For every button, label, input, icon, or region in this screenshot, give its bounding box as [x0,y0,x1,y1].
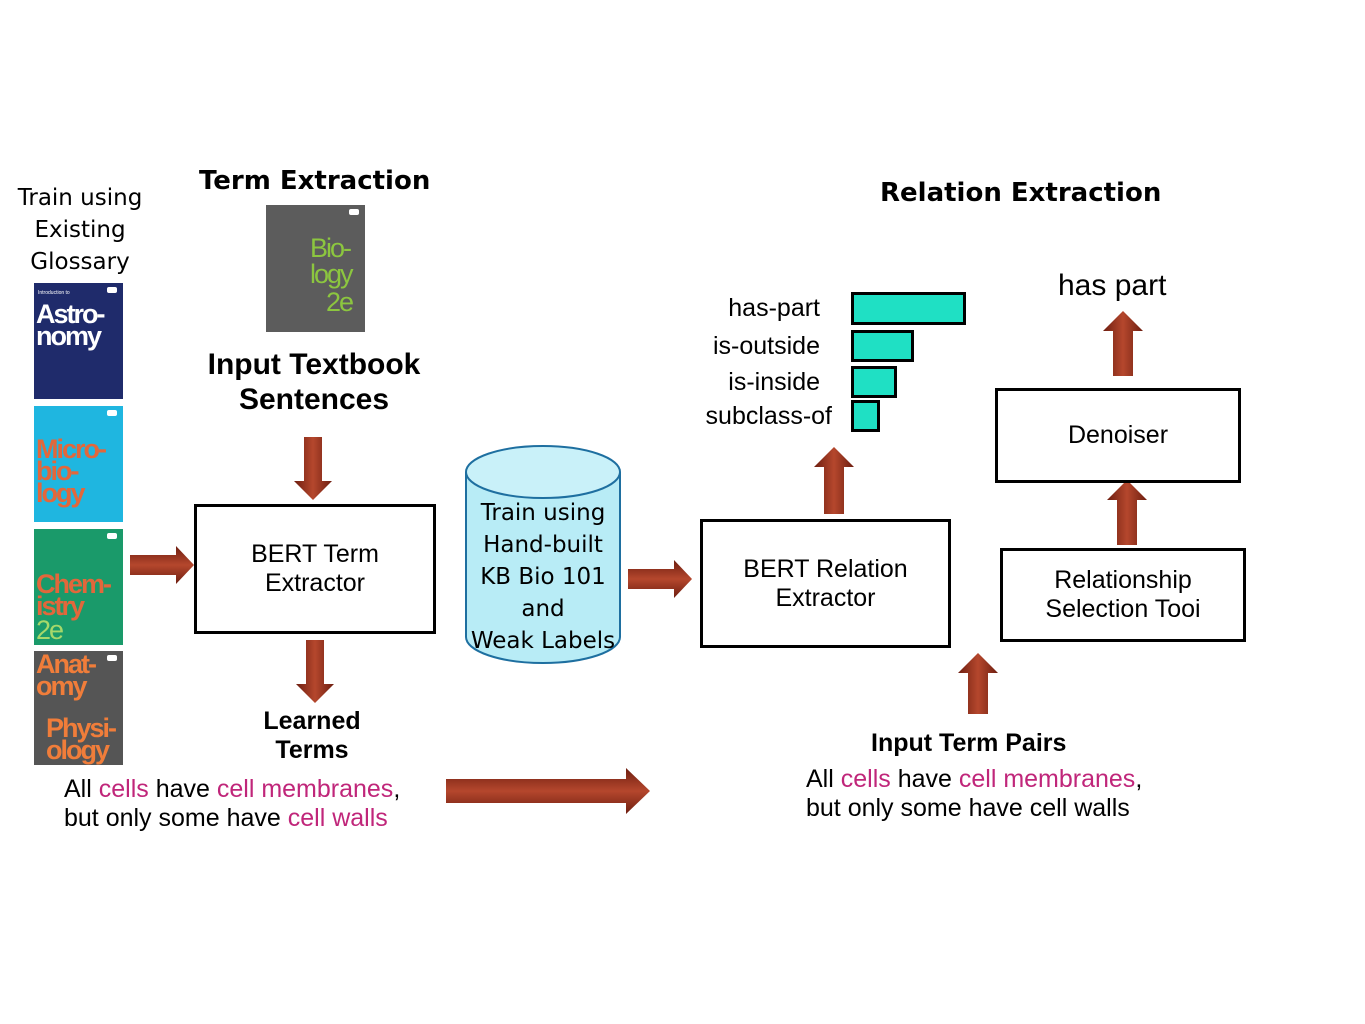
left-sentence-line1: All cells have cell membranes, [64,775,444,804]
relation-score-bar-subclass-of [851,400,880,432]
rel-selection-line1: Relationship [1054,566,1192,594]
bert-term-extractor-box: BERT Term Extractor [194,504,436,634]
arrow-up-from-pairs [958,653,998,714]
anatomy-book-cover: Anat- omy Physi- ology [34,651,123,765]
input-term-pairs-title: Input Term Pairs [871,729,1067,757]
output-relation-label: has part [1058,269,1167,302]
arrow-up-to-scores [814,447,854,514]
term-cell-walls: cell walls [287,804,388,832]
learned-terms-line2: Terms [275,736,349,764]
knowledge-base-cylinder [465,445,621,664]
bert-relation-line1: BERT Relation [743,554,908,583]
train-glossary-label: Train using Existing Glossary [10,182,150,278]
relation-label-is-outside: is-outside [713,332,820,360]
bert-term-line1: BERT Term [251,540,379,568]
cylinder-line4: and [521,596,565,622]
microbiology-book-cover: Micro- bio- logy [34,406,123,522]
bert-term-line2: Extractor [264,569,365,597]
astronomy-title-line1: Astro- [36,299,105,329]
cylinder-line3: KB Bio 101 [480,564,606,590]
input-textbook-line2: Sentences [238,383,390,416]
relation-label-subclass-of: subclass-of [705,402,832,430]
openstax-logo-icon [107,655,117,661]
sentence-text: but only some have [64,804,288,832]
astronomy-title-line2: nomy [36,321,102,351]
biology-edition: 2e [326,287,354,317]
train-glossary-line2: Existing [34,217,126,243]
learned-terms-example-sentence: All cells have cell membranes, but only … [64,775,444,833]
learned-terms-label: Learned Terms [232,707,392,765]
sentence-text: have [890,765,959,793]
openstax-logo-icon [107,533,117,539]
astronomy-book-cover: Introduction to Astro- nomy [34,283,123,399]
anatomy-title-line3: Physi- [46,713,117,743]
cylinder-line2: Hand-built [483,532,603,558]
anatomy-title-line1: Anat- [36,651,97,679]
kb-training-label: Train using Hand-built KB Bio 101 and We… [462,497,624,657]
arrow-down-to-term-extractor [294,437,332,500]
openstax-logo-icon [107,410,117,416]
arrow-up-to-output [1103,311,1143,376]
astronomy-small-text: Introduction to [38,290,70,296]
term-cell-membranes: cell membranes [958,765,1136,793]
relationship-selection-tool-box: Relationship Selection Tooi [1000,548,1246,642]
relation-scores-chart: has-part is-outside is-inside subclass-of [680,288,980,438]
right-sentence-line1: All cells have cell membranes, [806,765,1206,794]
microbiology-title-line3: logy [36,478,85,508]
left-sentence-line2: but only some have cell walls [64,804,444,833]
term-pairs-example-sentence: All cells have cell membranes, but only … [806,765,1206,823]
chemistry-book-cover: Chem- istry 2e [34,529,123,645]
input-textbook-line1: Input Textbook [207,348,421,381]
anatomy-title-line4: ology [46,735,110,765]
bert-relation-line2: Extractor [775,583,876,612]
term-extraction-title: Term Extraction [199,166,431,196]
learned-terms-line1: Learned [263,707,361,735]
arrow-right-terms-to-pairs [446,768,650,814]
train-glossary-line1: Train using [17,185,143,211]
right-sentence-line2: but only some have cell walls [806,794,1130,822]
relation-score-bar-is-inside [851,366,897,398]
term-cells: cells [98,775,149,803]
chemistry-title-line1: Chem- [36,569,112,599]
relation-label-has-part: has-part [728,294,820,322]
sentence-text: have [148,775,217,803]
cylinder-line1: Train using [480,500,606,526]
arrow-down-to-learned-terms [296,640,334,703]
sentence-text: , [393,775,401,803]
chemistry-title-line2: istry [36,591,85,621]
biology-title-line2: logy [310,259,354,289]
biology-book-cover: Bio- logy 2e [266,205,365,332]
relation-score-bar-has-part [851,292,966,325]
term-cell-membranes: cell membranes [216,775,394,803]
denoiser-box: Denoiser [995,388,1241,483]
microbiology-title-line2: bio- [36,456,80,486]
chemistry-edition: 2e [36,615,64,645]
denoiser-label: Denoiser [1067,421,1169,449]
openstax-logo-icon [349,209,359,215]
openstax-logo-icon [107,287,117,293]
term-cells: cells [840,765,891,793]
relation-score-bar-is-outside [851,330,914,362]
biology-title-line1: Bio- [310,233,352,263]
arrow-right-cylinder-to-relation [628,560,692,598]
sentence-text: All [806,765,841,793]
anatomy-title-line2: omy [36,671,88,701]
microbiology-title-line1: Micro- [36,434,107,464]
sentence-text: , [1135,765,1143,793]
bert-relation-extractor-box: BERT Relation Extractor [700,519,951,648]
arrow-right-books-to-extractor [130,546,194,584]
sentence-text: All [64,775,99,803]
rel-selection-line2: Selection Tooi [1045,595,1201,623]
train-glossary-line3: Glossary [30,249,130,275]
relation-extraction-title: Relation Extraction [880,178,1162,208]
arrow-up-to-denoiser [1107,480,1147,545]
relation-label-is-inside: is-inside [728,368,820,396]
input-textbook-sentences: Input Textbook Sentences [185,347,443,417]
cylinder-line5: Weak Labels [470,628,616,654]
